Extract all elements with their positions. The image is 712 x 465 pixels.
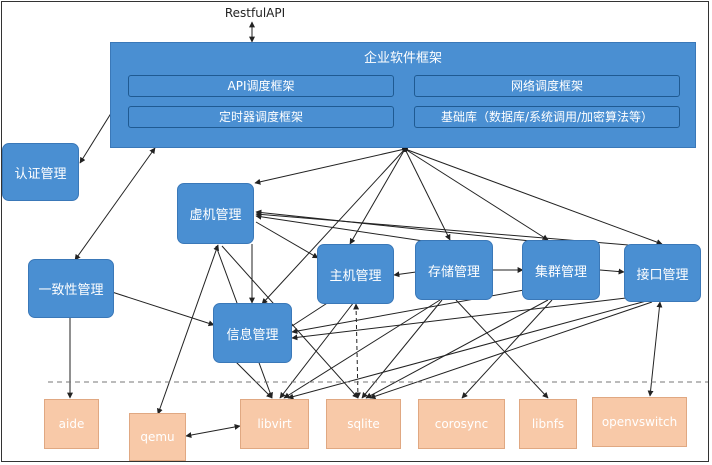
auth-management-node: 认证管理: [2, 143, 79, 201]
storage-management-node: 存储管理: [415, 240, 493, 300]
lib-qemu: qemu: [129, 413, 186, 461]
lib-openvswitch: openvswitch: [592, 397, 687, 447]
lib-libvirt: libvirt: [240, 399, 309, 449]
framework-title: 企业软件框架: [363, 51, 442, 66]
consistency-management-node: 一致性管理: [28, 259, 114, 318]
lib-corosync: corosync: [418, 399, 505, 449]
host-management-node: 主机管理: [317, 244, 394, 304]
info-management-node: 信息管理: [213, 303, 292, 363]
interface-management-node: 接口管理: [624, 244, 701, 302]
api-dispatch-box: API调度框架: [128, 75, 394, 97]
cluster-management-node: 集群管理: [522, 240, 600, 300]
network-dispatch-box: 网络调度框架: [414, 75, 680, 97]
lib-aide: aide: [44, 399, 99, 449]
restful-api-label: RestfulAPI: [224, 6, 286, 20]
vm-management-node: 虚机管理: [177, 183, 254, 244]
lib-libnfs: libnfs: [519, 399, 577, 449]
base-library-box: 基础库（数据库/系统调用/加密算法等）: [414, 106, 680, 128]
timer-dispatch-box: 定时器调度框架: [128, 106, 394, 128]
lib-sqlite: sqlite: [326, 399, 401, 449]
